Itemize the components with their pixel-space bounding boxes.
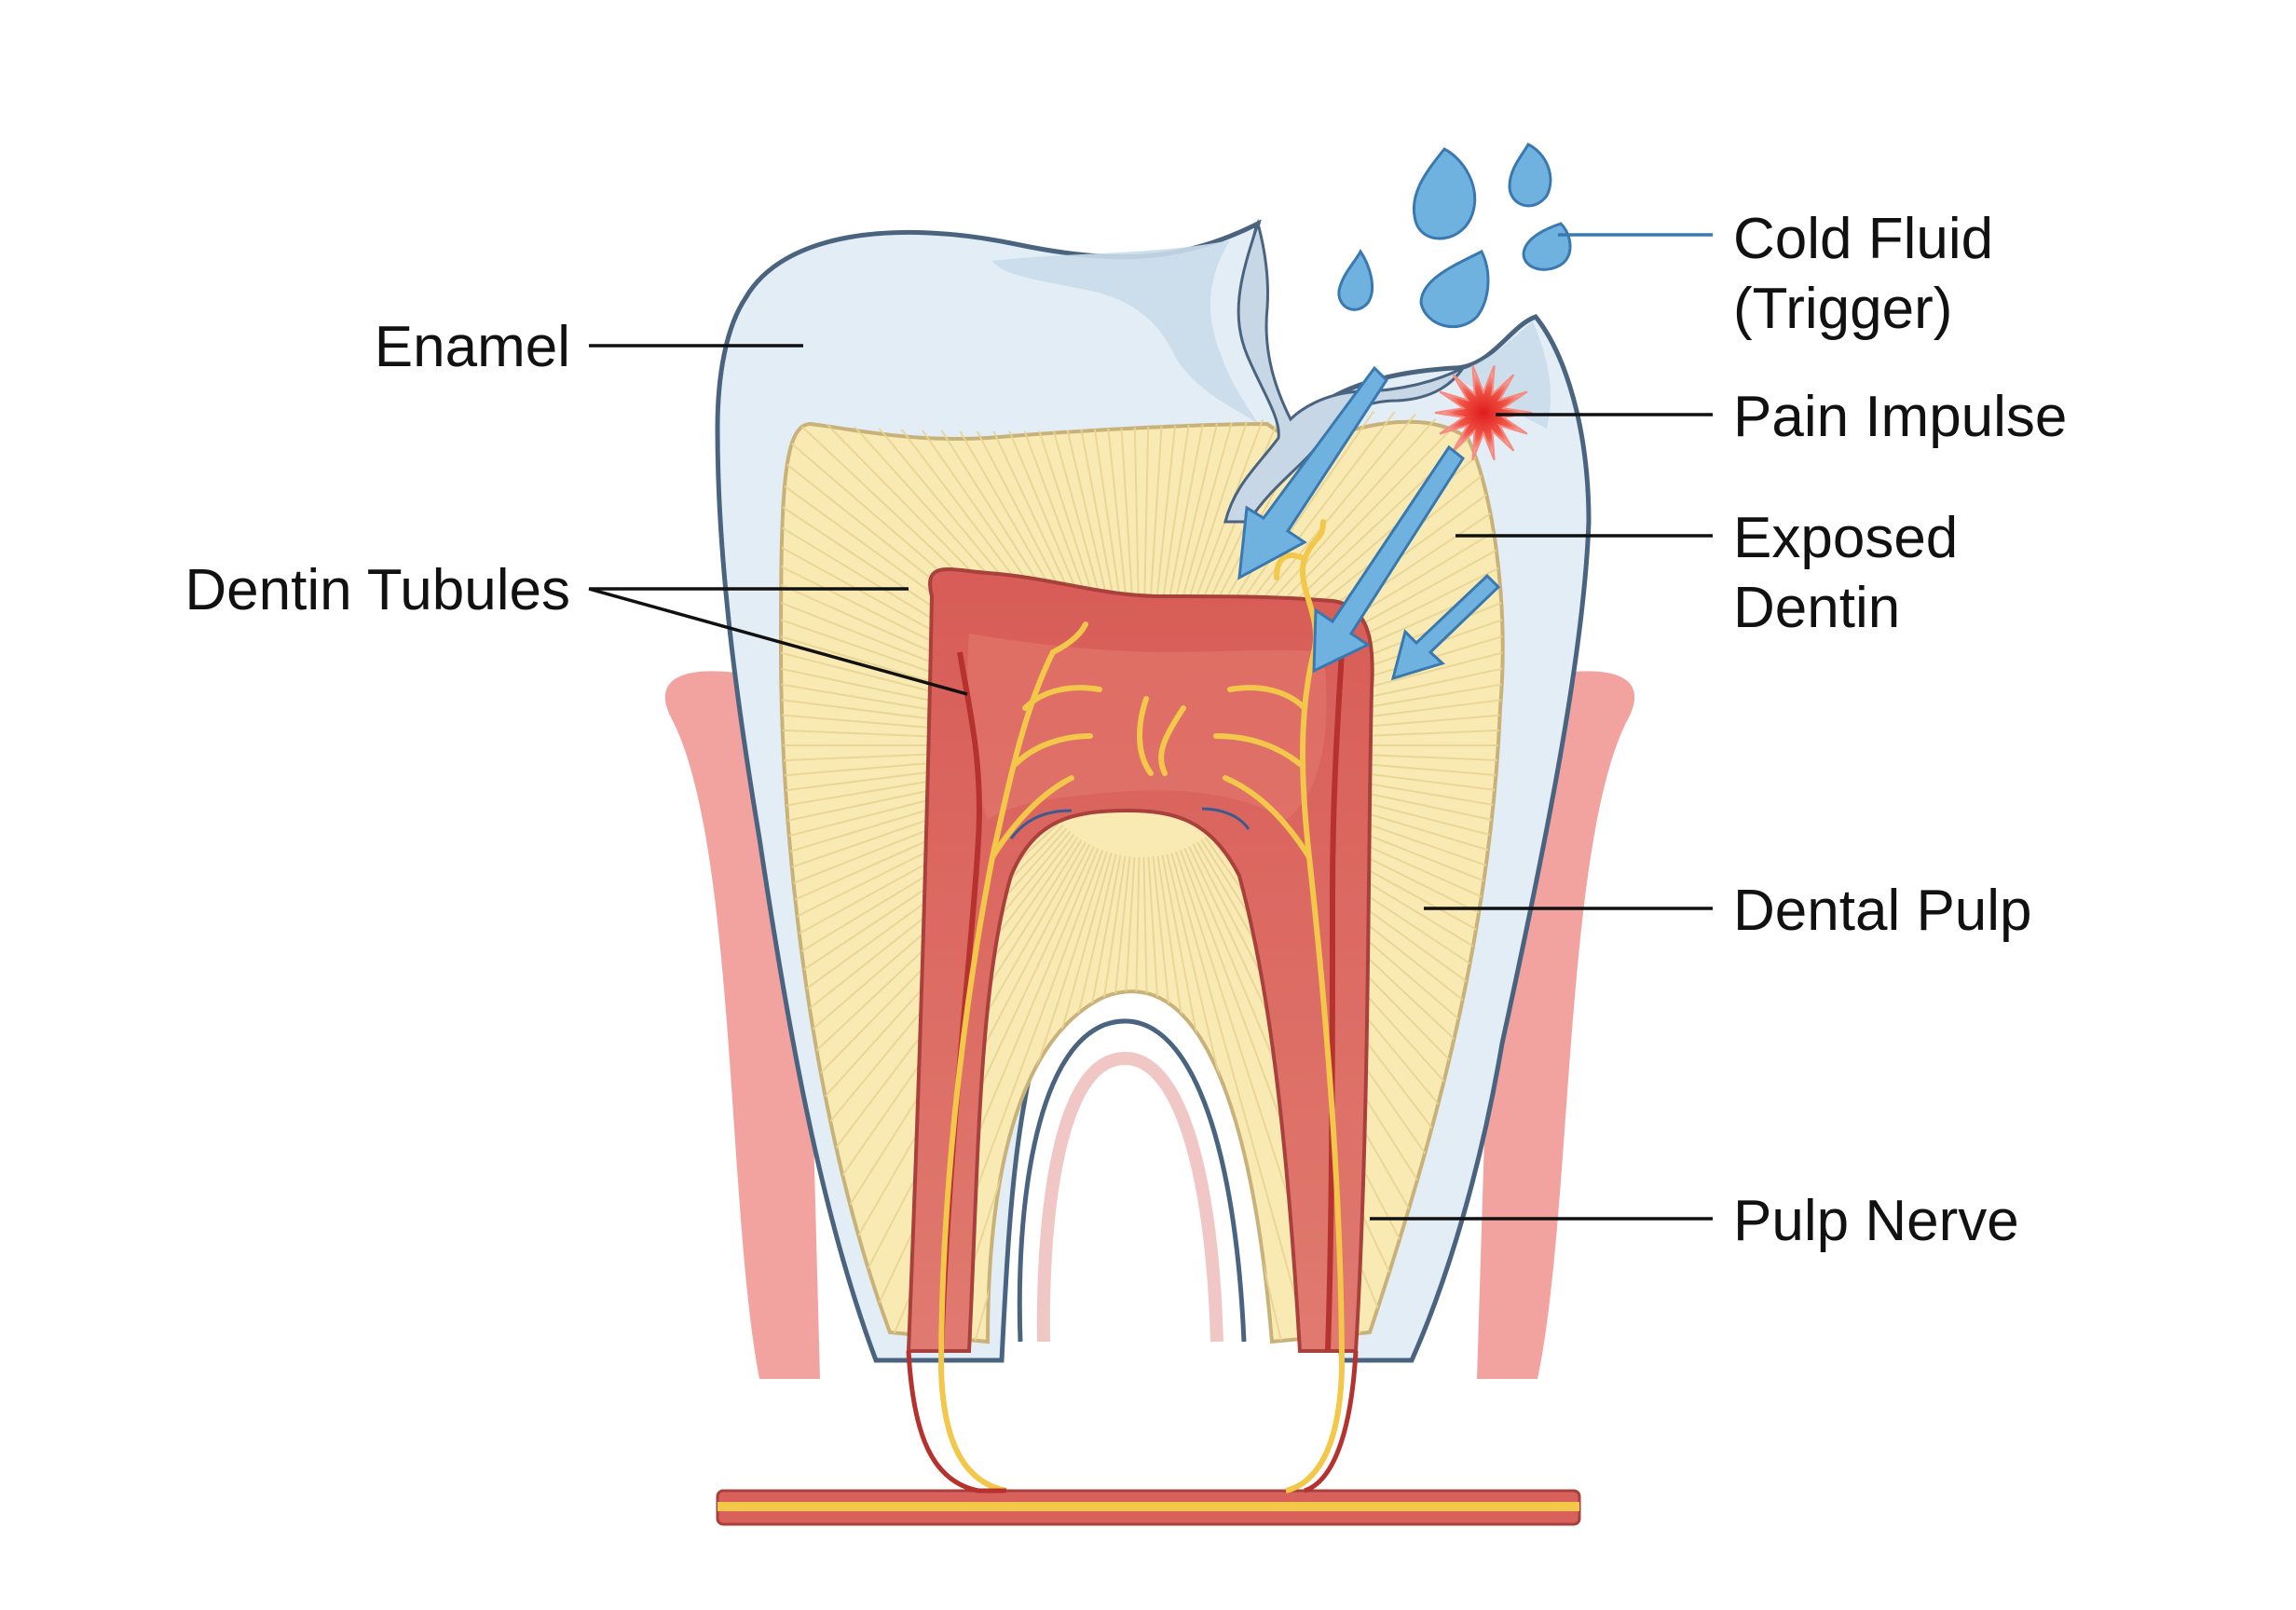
label-dental-pulp: Dental Pulp: [1733, 879, 2032, 943]
droplet-icon: [1524, 224, 1570, 269]
label-pain-impulse: Pain Impulse: [1733, 385, 2067, 449]
droplet-icon: [1414, 149, 1474, 239]
label-enamel: Enamel: [375, 315, 570, 379]
label-exposed: Exposed: [1733, 506, 1958, 570]
label-cold-fluid-trigger: (Trigger): [1733, 277, 1952, 341]
cold-fluid-droplets: [1339, 144, 1570, 327]
label-exposed-dentin: Dentin: [1733, 576, 1900, 640]
label-pulp-nerve: Pulp Nerve: [1733, 1189, 2019, 1253]
droplet-icon: [1510, 144, 1551, 206]
nerve-trunk: [718, 1351, 1579, 1524]
label-cold-fluid: Cold Fluid: [1733, 207, 1993, 271]
droplet-icon: [1339, 252, 1373, 309]
droplet-icon: [1421, 252, 1488, 327]
label-dentin-tubules: Dentin Tubules: [184, 558, 570, 622]
